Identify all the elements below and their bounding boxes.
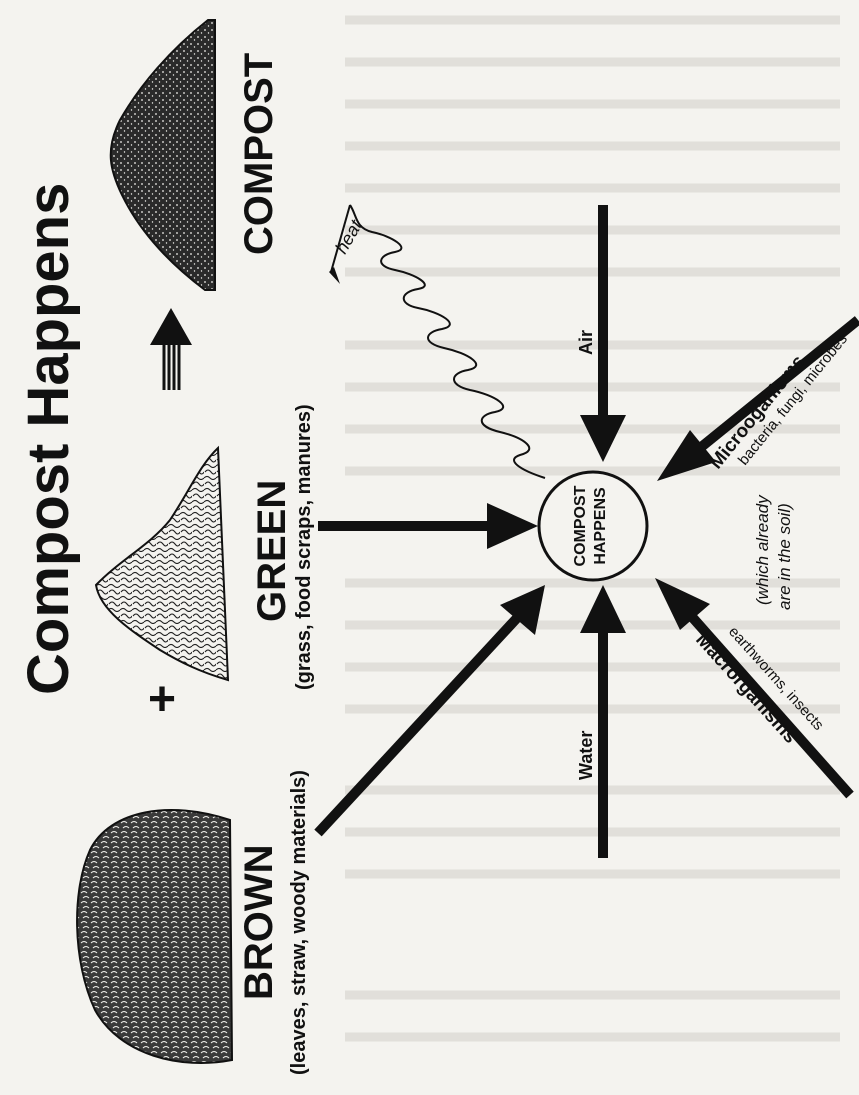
water-arrowhead-icon [580,585,626,633]
green-arrowhead-icon [487,503,538,549]
brown-arrow [318,618,517,833]
center-line2: HAPPENS [592,487,609,565]
air-arrowhead-icon [580,415,626,462]
compost-label: COMPOST [237,53,281,255]
transform-arrow-icon [150,308,192,391]
brown-label: BROWN [237,844,281,1000]
heat-label: heat [331,216,366,257]
green-label: GREEN [250,480,294,622]
water-label: Water [576,731,596,780]
brown-subtitle: (leaves, straw, woody materials) [288,770,310,1075]
diagram-title: Compost Happens [16,183,81,695]
compost-pile [111,20,215,290]
brown-pile [77,810,232,1063]
soil-note-line1: (which already [753,494,772,605]
green-subtitle: (grass, food scraps, manures) [293,404,315,690]
plus-sign: + [148,673,176,726]
green-pile [96,448,228,680]
heat-arrowhead-icon [329,267,340,284]
soil-note-line2: are in the soil) [775,503,794,610]
air-label: Air [576,330,596,355]
center-line1: COMPOST [572,485,589,566]
